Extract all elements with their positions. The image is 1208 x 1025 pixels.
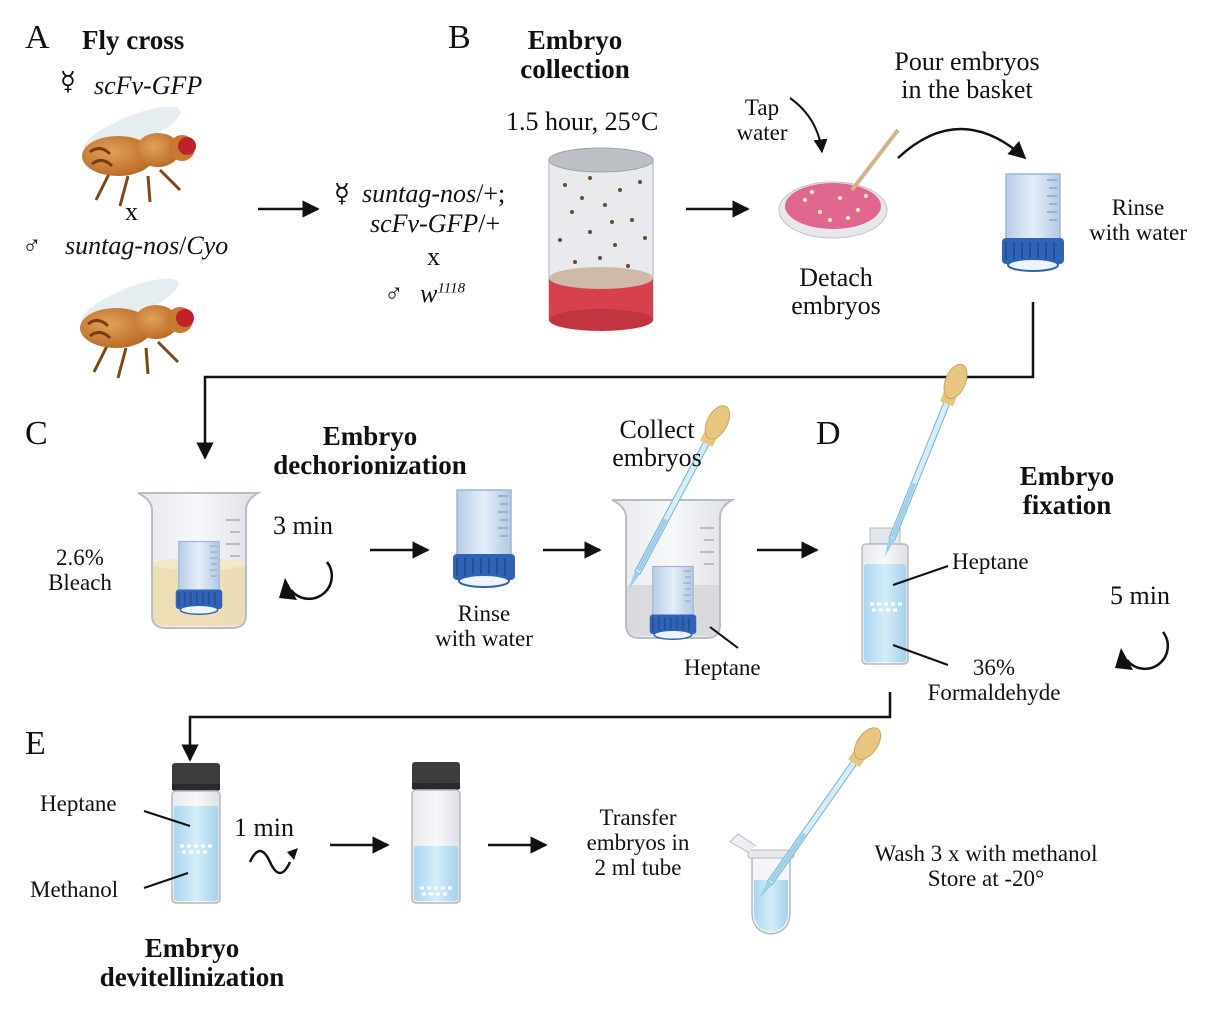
vial-icon-e2 [411,762,461,904]
formaldehyde-leader-d [892,644,949,666]
heptane-label-d: Heptane [952,549,1029,574]
petri-dish-icon [778,128,900,239]
panel-a-title: Fly cross [82,25,185,55]
methanol-leader-e [143,872,189,889]
cage-icon [548,147,654,331]
female-symbol-progeny: ☿ [334,179,350,208]
connector-d-e [181,692,892,762]
male-symbol-a: ♂ [22,231,42,260]
cross-sign-progeny: x [427,242,440,271]
vial-icon-e1 [171,763,221,904]
formaldehyde-label: 36%Formaldehyde [927,655,1061,705]
fly-icon-female [77,96,198,208]
methanol-label-e: Methanol [30,877,119,902]
fly-icon-male [75,268,196,380]
tube-icon [729,833,795,935]
beaker-icon-heptane [611,499,736,640]
heptane-leader-d [892,565,949,586]
male-genotype: suntag-nos/Cyo [65,231,229,260]
panel-letter-a: A [25,19,50,56]
cross-sign-a: x [125,197,138,226]
time-d: 5 min [1110,581,1170,610]
panel-letter-c: C [25,415,48,452]
beaker-icon-bleach [137,492,262,629]
male-symbol-progeny: ♂ [384,279,404,308]
vial-icon-d [861,527,909,665]
collection-condition: 1.5 hour, 25°C [506,107,659,136]
panel-letter-b: B [448,19,471,56]
arrow-tap-water [789,97,828,154]
progeny-line-1: suntag-nos/+; [362,179,506,208]
heptane-leader-e [143,810,191,827]
basket-icon-c [452,489,516,588]
progeny-male-genotype: w1118 [420,279,466,308]
rotation-icon-d [1113,630,1170,672]
female-genotype: scFv-GFP [94,71,203,100]
female-symbol-a: ☿ [60,67,76,96]
bleach-label: 2.6%Bleach [48,545,112,595]
panel-letter-e: E [25,725,46,762]
basket-icon-b [1001,173,1065,272]
heptane-leader-c [709,626,739,649]
shake-icon [248,848,298,875]
time-e: 1 min [234,813,294,842]
arrow-pour [897,127,1027,160]
time-c: 3 min [273,511,333,540]
panel-letter-d: D [816,415,841,452]
heptane-label-e: Heptane [40,791,117,816]
progeny-line-2: scFv-GFP/+ [370,209,501,238]
heptane-label-c: Heptane [684,655,761,680]
rotation-icon-c [277,560,334,602]
connector-b-c [196,302,1035,460]
